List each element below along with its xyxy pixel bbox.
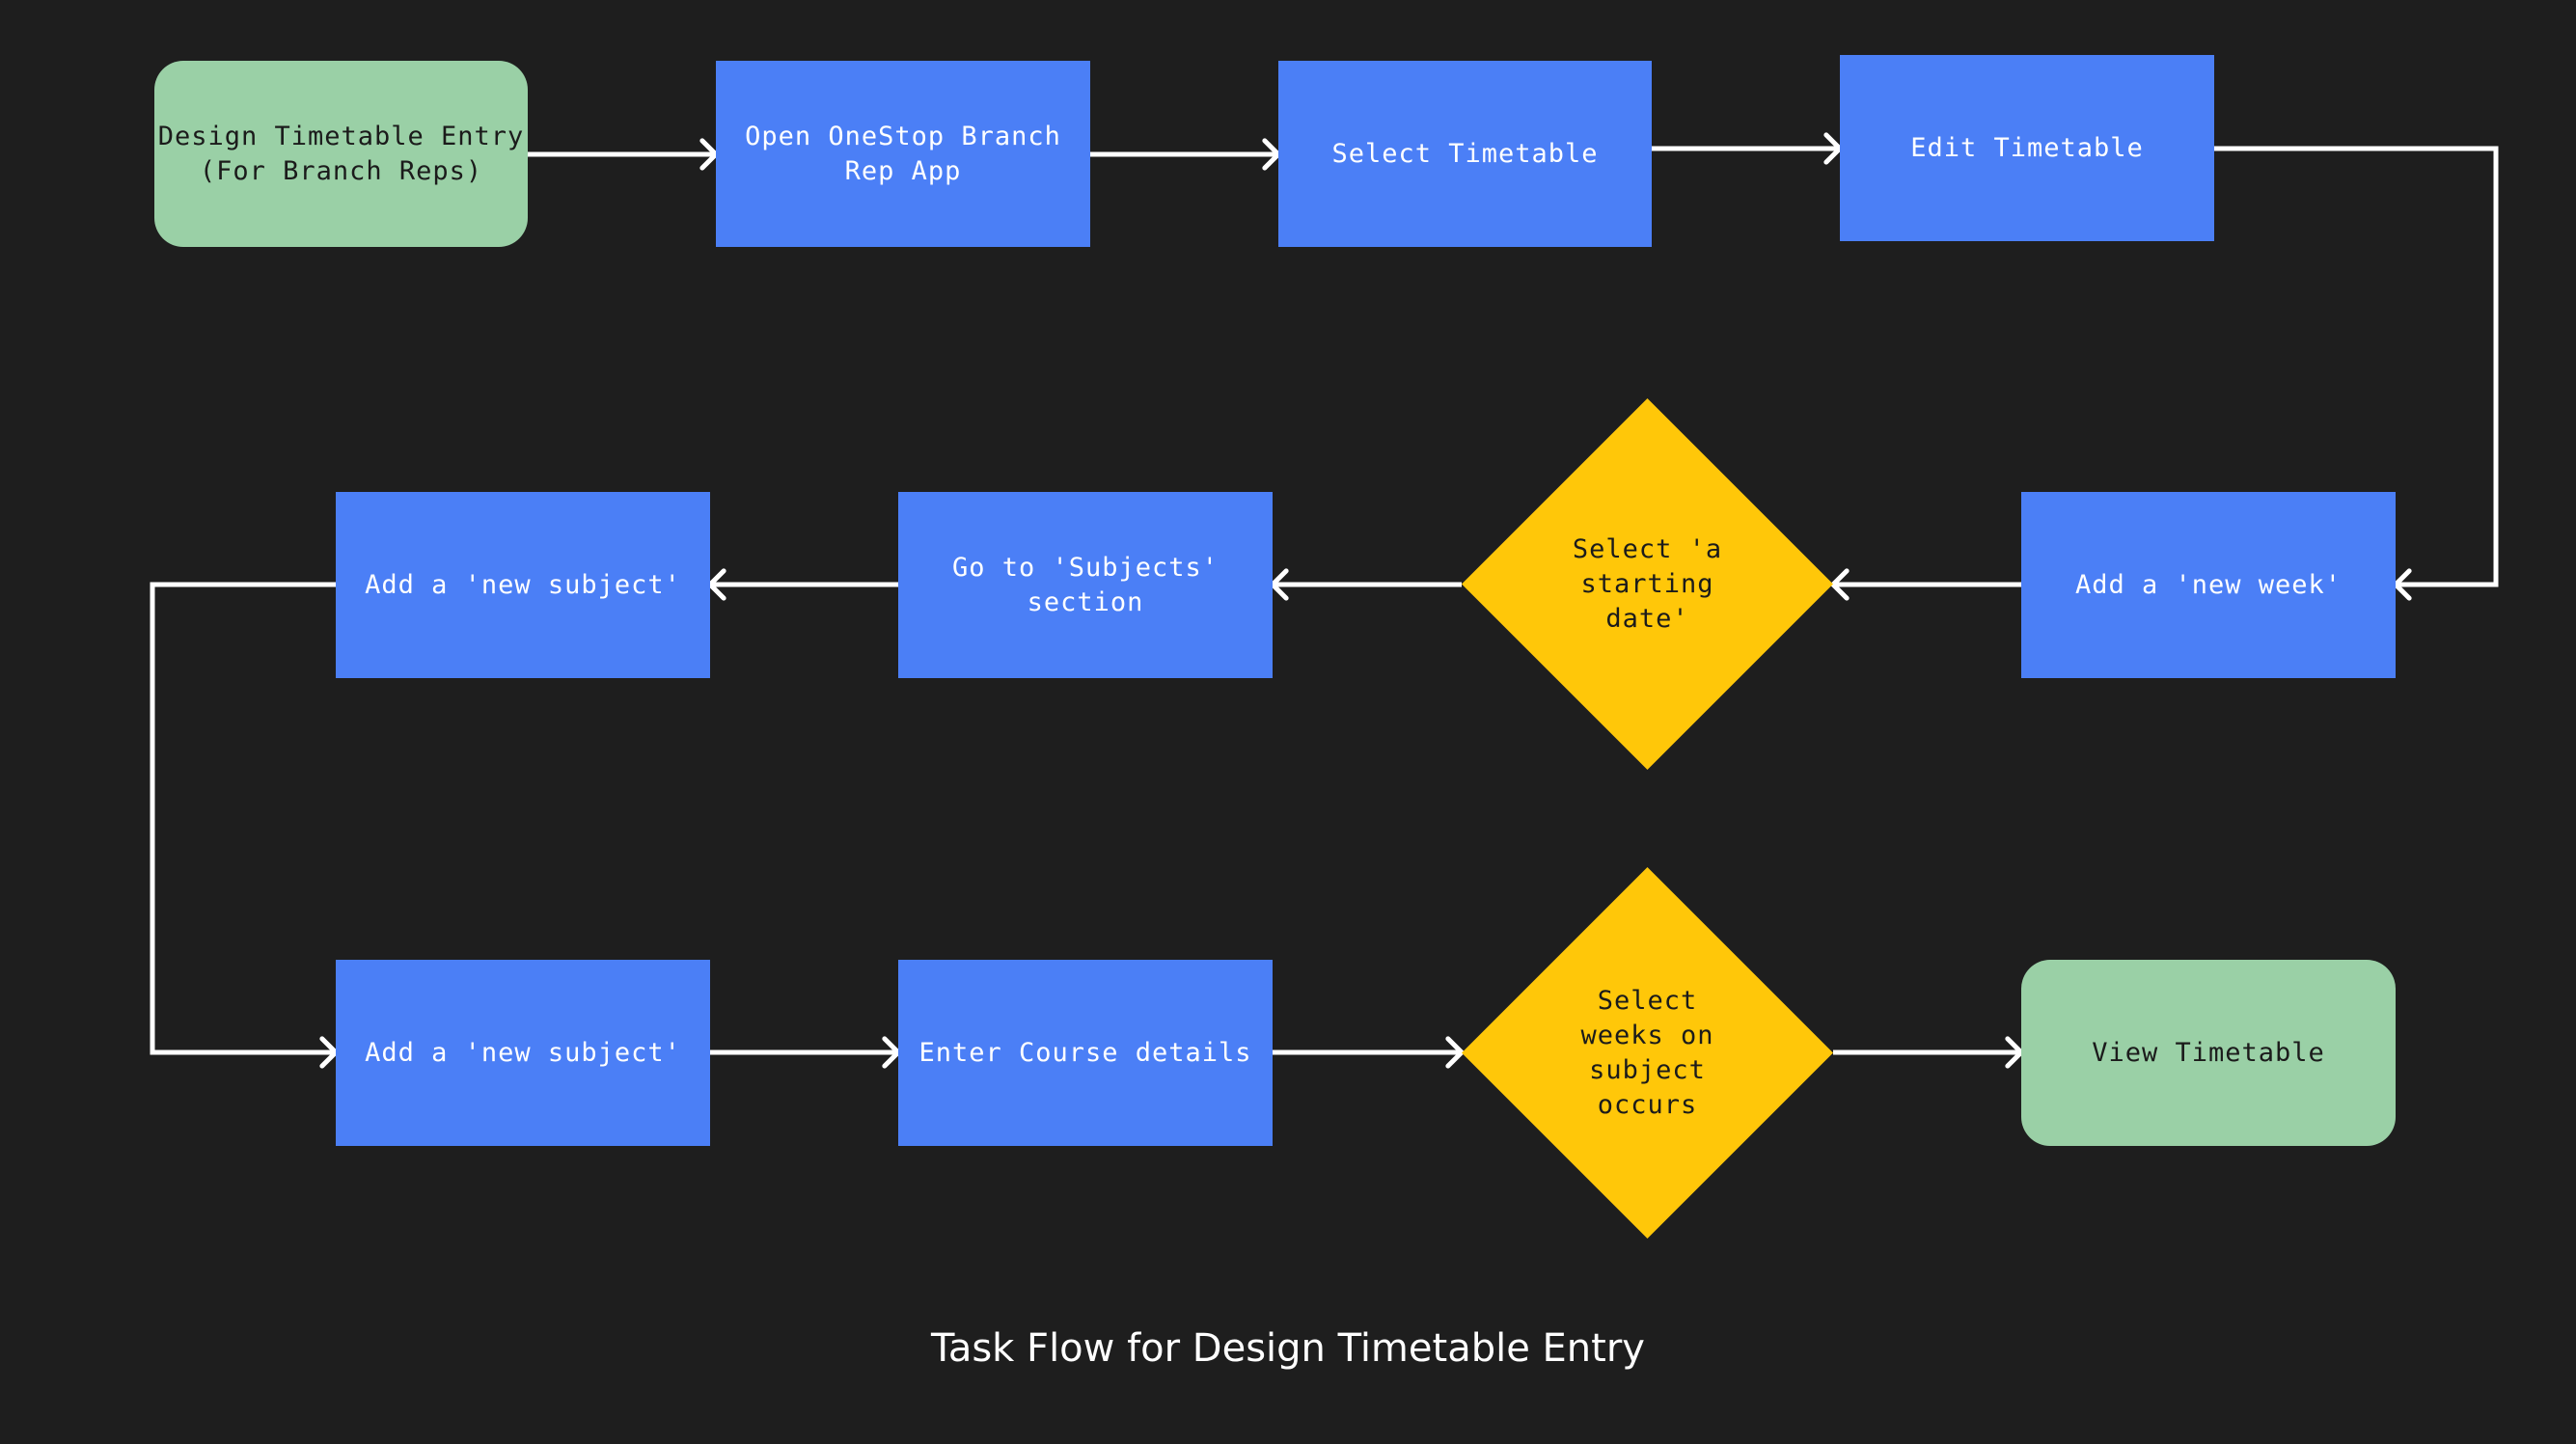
- decision-diamond: [1462, 398, 1833, 770]
- node-open-onestop-app: Open OneStop Branch Rep App: [716, 61, 1090, 247]
- node-enter-course-details: Enter Course details: [898, 960, 1273, 1146]
- node-select-weeks: Select weeks on subject occurs: [1462, 867, 1833, 1239]
- node-design-timetable-entry: Design Timetable Entry (For Branch Reps): [154, 61, 528, 247]
- arrowhead: [707, 568, 726, 601]
- node-label: Design Timetable Entry (For Branch Reps): [157, 121, 525, 186]
- arrowhead: [2393, 568, 2412, 601]
- node-label: Go to 'Subjects' section: [951, 552, 1219, 617]
- node-label: Edit Timetable: [1910, 132, 2144, 163]
- connector-add-new-week-to-select-starting-date: [1830, 568, 2021, 601]
- node-edit-timetable: Edit Timetable: [1840, 55, 2214, 241]
- connector-select-timetable-to-edit-timetable: [1652, 132, 1843, 165]
- connector-add-new-subject-1-to-add-new-subject-2: [150, 582, 339, 1069]
- node-label: Enter Course details: [918, 1037, 1252, 1068]
- node-add-new-week: Add a 'new week': [2021, 492, 2396, 678]
- node-label: Add a 'new week': [2074, 569, 2343, 600]
- node-select-timetable: Select Timetable: [1278, 61, 1652, 247]
- arrowhead: [1830, 568, 1850, 601]
- connector-open-onestop-app-to-select-timetable: [1090, 138, 1281, 171]
- node-label: Add a 'new subject': [365, 569, 681, 600]
- node-select-starting-date: Select 'a starting date': [1462, 398, 1833, 770]
- connector-enter-course-details-to-select-weeks: [1273, 1036, 1465, 1069]
- node-label: Open OneStop Branch Rep App: [745, 121, 1061, 186]
- node-label: View Timetable: [2092, 1037, 2325, 1068]
- connector-go-to-subjects-to-add-new-subject-1: [707, 568, 898, 601]
- connector-select-starting-date-to-go-to-subjects: [1270, 568, 1462, 601]
- node-label: Select 'a starting date': [1572, 533, 1723, 634]
- diagram-caption: Task Flow for Design Timetable Entry: [931, 1326, 1645, 1371]
- node-label: Select weeks on subject occurs: [1580, 985, 1714, 1120]
- node-add-new-subject-2: Add a 'new subject': [336, 960, 710, 1146]
- decision-diamond: [1462, 867, 1833, 1239]
- connector-design-timetable-entry-to-open-onestop-app: [528, 138, 719, 171]
- connector-select-weeks-to-view-timetable: [1833, 1036, 2024, 1069]
- node-add-new-subject-1: Add a 'new subject': [336, 492, 710, 678]
- node-label: Select Timetable: [1331, 138, 1599, 169]
- node-view-timetable: View Timetable: [2021, 960, 2396, 1146]
- connector-edit-timetable-to-add-new-week: [2214, 146, 2499, 601]
- connector-add-new-subject-2-to-enter-course-details: [710, 1036, 901, 1069]
- node-go-to-subjects: Go to 'Subjects' section: [898, 492, 1273, 678]
- node-label: Add a 'new subject': [365, 1037, 681, 1068]
- arrowhead: [1270, 568, 1289, 601]
- arrowhead: [1445, 1036, 1465, 1069]
